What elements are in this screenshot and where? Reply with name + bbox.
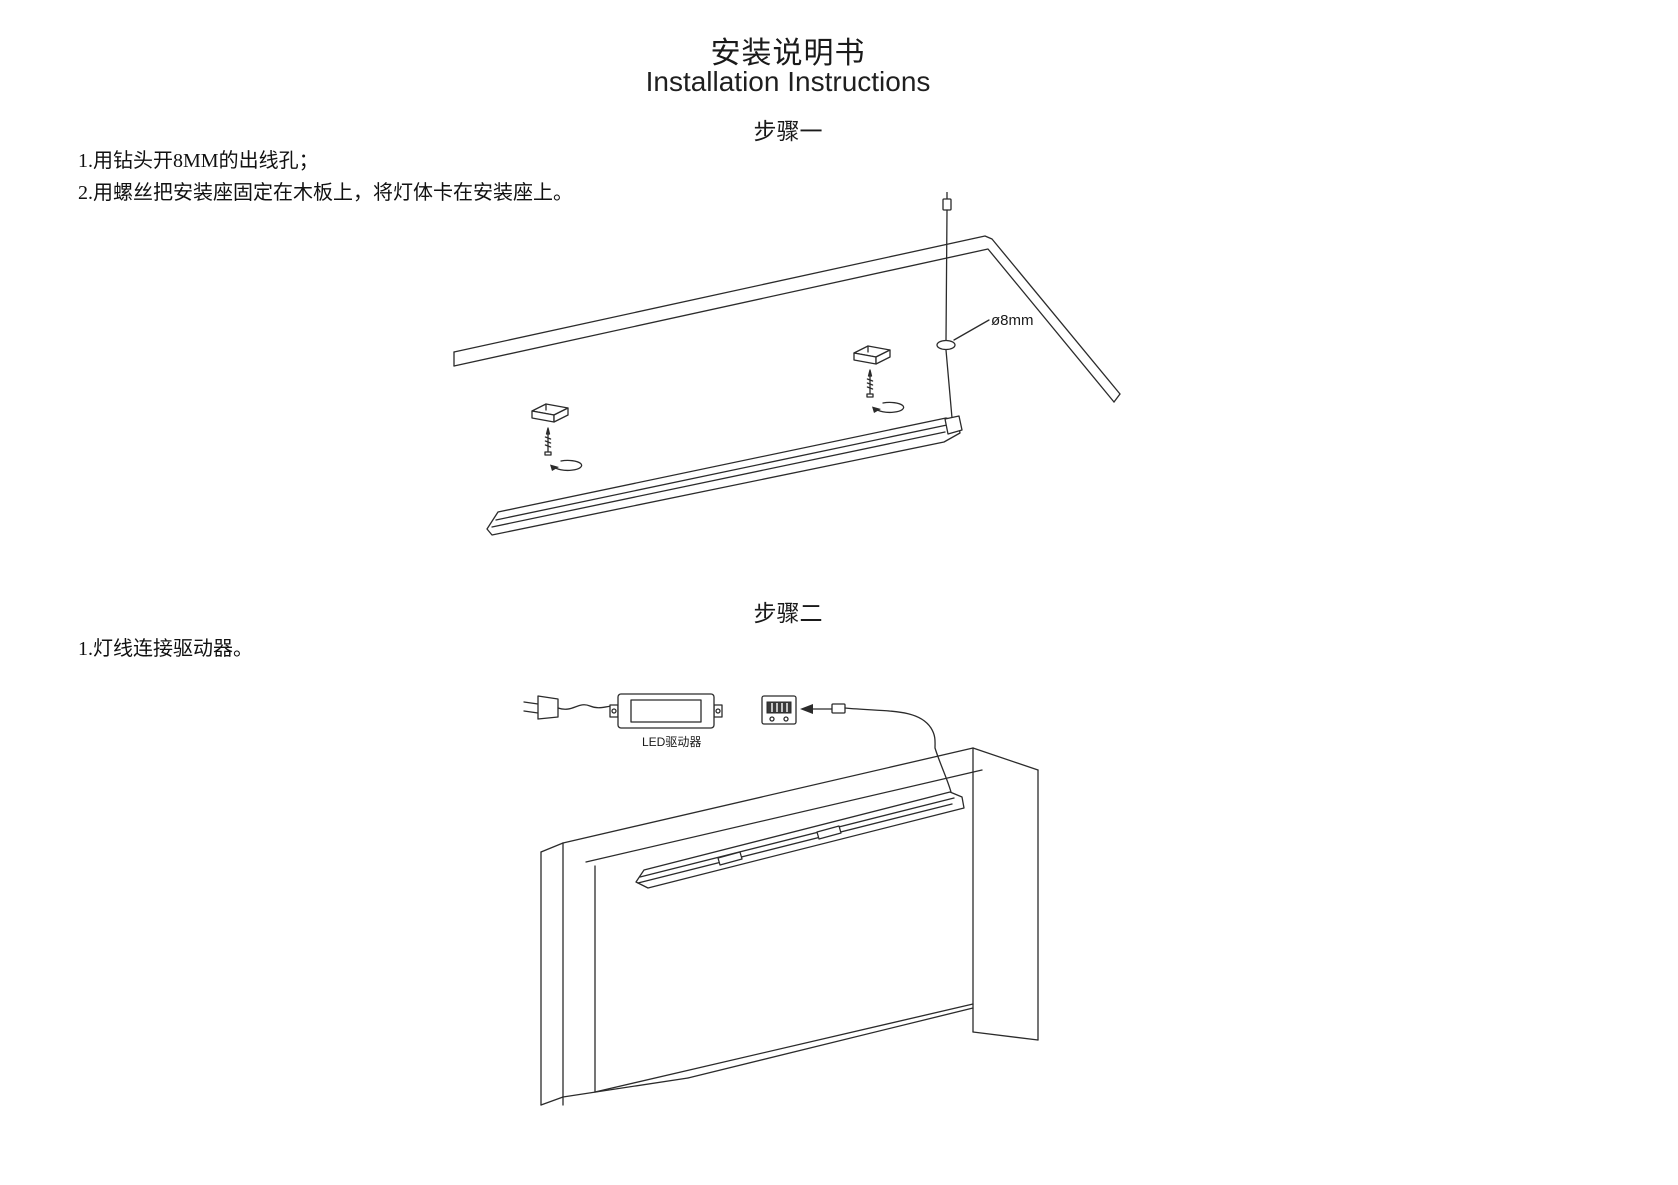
step2-instruction-1: 1.灯线连接驱动器。 — [78, 638, 253, 660]
connector-block — [761, 695, 797, 725]
step1-instruction-2: 2.用螺丝把安装座固定在木板上，将灯体卡在安装座上。 — [78, 182, 573, 204]
led-light-bar — [486, 415, 963, 536]
bar-clip-left — [717, 851, 743, 866]
step1-diagram: ø8mm — [453, 192, 1121, 536]
hole-label: ø8mm — [953, 312, 1034, 341]
mounting-clip-left — [531, 403, 569, 423]
led-driver-box: LED驱动器 — [609, 693, 723, 749]
driver-label: LED驱动器 — [642, 735, 701, 749]
document-title-en: Installation Instructions — [645, 66, 931, 97]
drill-hole — [936, 339, 956, 351]
bar-clip-right — [816, 825, 842, 840]
hole-diameter-label: ø8mm — [991, 312, 1034, 329]
mounting-clip-right — [853, 345, 891, 365]
document-title-zh: 安装说明书 — [710, 37, 866, 70]
cabinet — [540, 747, 1039, 1106]
power-plug-icon — [523, 695, 619, 720]
step2-diagram: LED驱动器 — [523, 693, 1039, 1106]
step1-instruction-1: 1.用钻头开8MM的出线孔； — [78, 150, 319, 172]
step1-heading: 步骤一 — [753, 119, 823, 144]
bar-end-connector — [944, 415, 963, 435]
insert-arrow-icon — [800, 704, 833, 714]
wood-board — [453, 235, 1121, 403]
power-cable — [942, 192, 953, 419]
screw-right-icon — [866, 369, 905, 414]
step1-figure: ø8mm — [440, 192, 1150, 582]
step2-figure: LED驱动器 — [518, 682, 1078, 1112]
step2-heading: 步骤二 — [753, 601, 823, 626]
lamp-cable — [831, 703, 952, 793]
cabinet-led-bar — [635, 791, 965, 889]
screw-left-icon — [544, 427, 583, 472]
